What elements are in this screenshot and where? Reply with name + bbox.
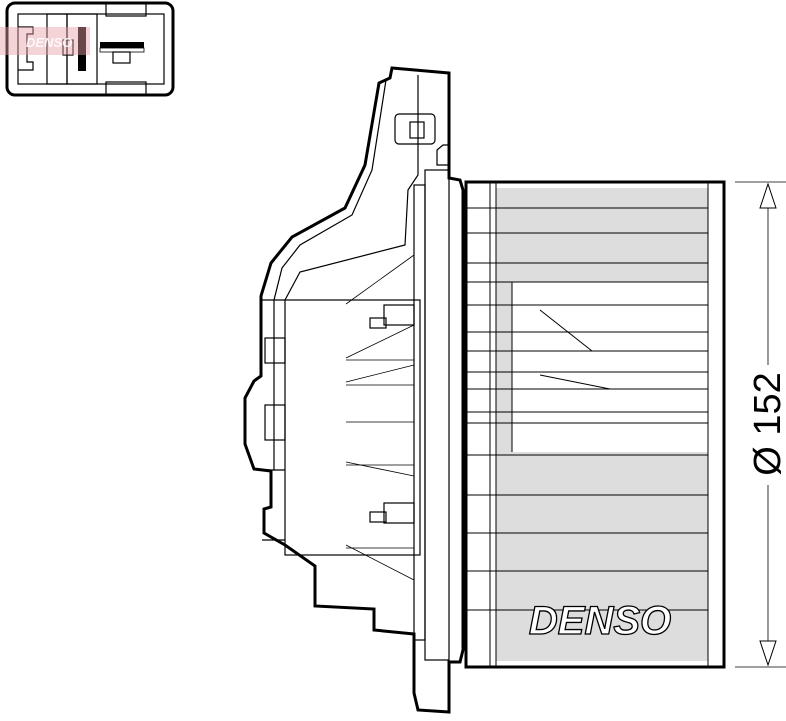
arrow-down-icon [759, 640, 777, 667]
watermark-logo: DENSO [26, 35, 72, 50]
motor-housing [243, 66, 465, 714]
svg-text:DENSO: DENSO [529, 599, 671, 643]
diameter-dimension: Ø 152 [735, 181, 786, 668]
fan-wheel: DENSO [464, 180, 726, 669]
arrow-up-icon [759, 182, 777, 209]
dimension-label: Ø 152 [747, 372, 786, 476]
watermark-band [0, 27, 90, 55]
denso-logo: DENSO [528, 598, 672, 643]
connector-view: DENSO [0, 1, 175, 97]
